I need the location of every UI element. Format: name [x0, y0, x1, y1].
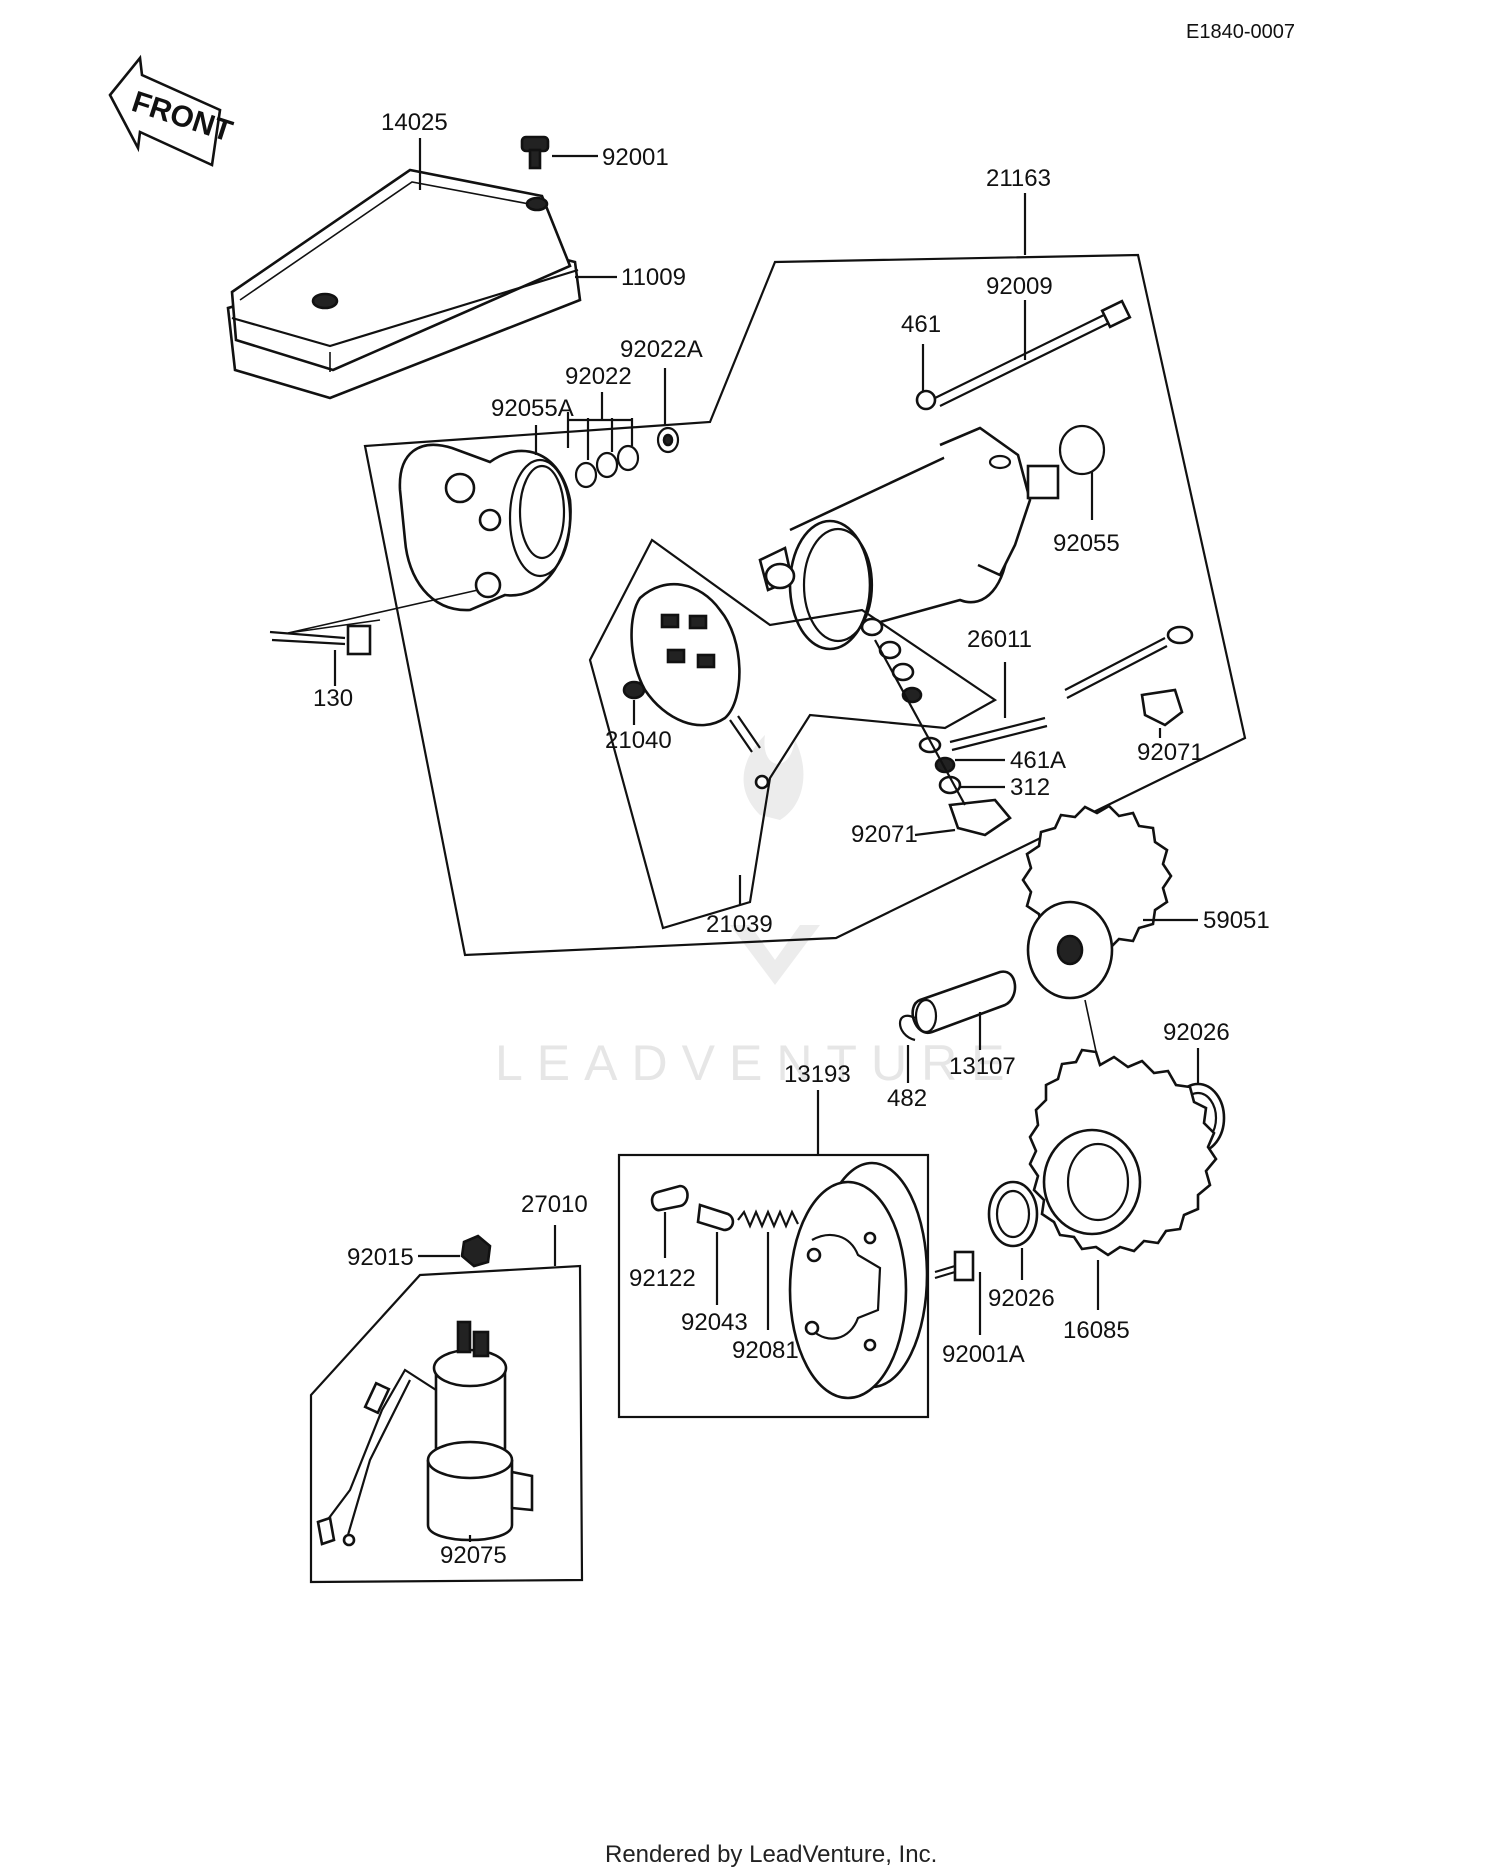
starter-clutch [788, 1161, 929, 1400]
label-92071-upper: 92071 [1137, 739, 1204, 766]
idle-gear-59051 [1021, 804, 1173, 1000]
watermark-text: LEADVENTURE [495, 1035, 1019, 1091]
starter-motor [758, 426, 1060, 651]
group-outline-27010 [309, 1264, 584, 1584]
cover-assembly [226, 135, 582, 400]
footer-credit: Rendered by LeadVenture, Inc. [605, 1841, 937, 1868]
relay-bracket-92075 [426, 1440, 534, 1542]
label-92001: 92001 [602, 144, 669, 171]
label-461A: 461A [1010, 747, 1066, 774]
starter-gear-16085 [1028, 1048, 1218, 1257]
label-13193: 13193 [784, 1061, 851, 1088]
group-outline-21039 [588, 538, 998, 930]
shaft-13107 [911, 970, 1017, 1034]
label-59051: 59051 [1203, 907, 1270, 934]
label-92043: 92043 [681, 1309, 748, 1336]
label-13107: 13107 [949, 1053, 1016, 1080]
label-92026-lower: 92026 [988, 1285, 1055, 1312]
label-312: 312 [1010, 774, 1050, 801]
label-92026-upper: 92026 [1163, 1019, 1230, 1046]
label-482: 482 [887, 1085, 927, 1112]
label-92022: 92022 [565, 363, 632, 390]
label-92055: 92055 [1053, 530, 1120, 557]
label-16085: 16085 [1063, 1317, 1130, 1344]
label-461: 461 [901, 311, 941, 338]
watermark: LEADVENTURE [495, 735, 1019, 1091]
end-cover [398, 443, 572, 612]
label-92022A: 92022A [620, 336, 703, 363]
label-21163: 21163 [986, 165, 1051, 192]
label-92071-lower: 92071 [851, 821, 918, 848]
label-21040: 21040 [605, 727, 672, 754]
label-27010: 27010 [521, 1191, 588, 1218]
label-92081: 92081 [732, 1337, 799, 1364]
diagram-code: E1840-0007 [1186, 21, 1295, 43]
label-92055A: 92055A [491, 395, 574, 422]
group-outline-21163 [363, 253, 1247, 957]
starter-relay [316, 1320, 508, 1547]
label-14025: 14025 [381, 109, 448, 136]
label-26011: 26011 [967, 626, 1032, 653]
label-92075: 92075 [440, 1542, 507, 1569]
brush-holder [630, 583, 770, 790]
label-92015: 92015 [347, 1244, 414, 1271]
label-21039: 21039 [706, 911, 773, 938]
label-130: 130 [313, 685, 353, 712]
label-11009: 11009 [621, 264, 686, 291]
label-92001A: 92001A [942, 1341, 1025, 1368]
front-arrow-icon: FRONT [108, 54, 236, 167]
label-92009: 92009 [986, 273, 1053, 300]
label-92122: 92122 [629, 1265, 696, 1292]
